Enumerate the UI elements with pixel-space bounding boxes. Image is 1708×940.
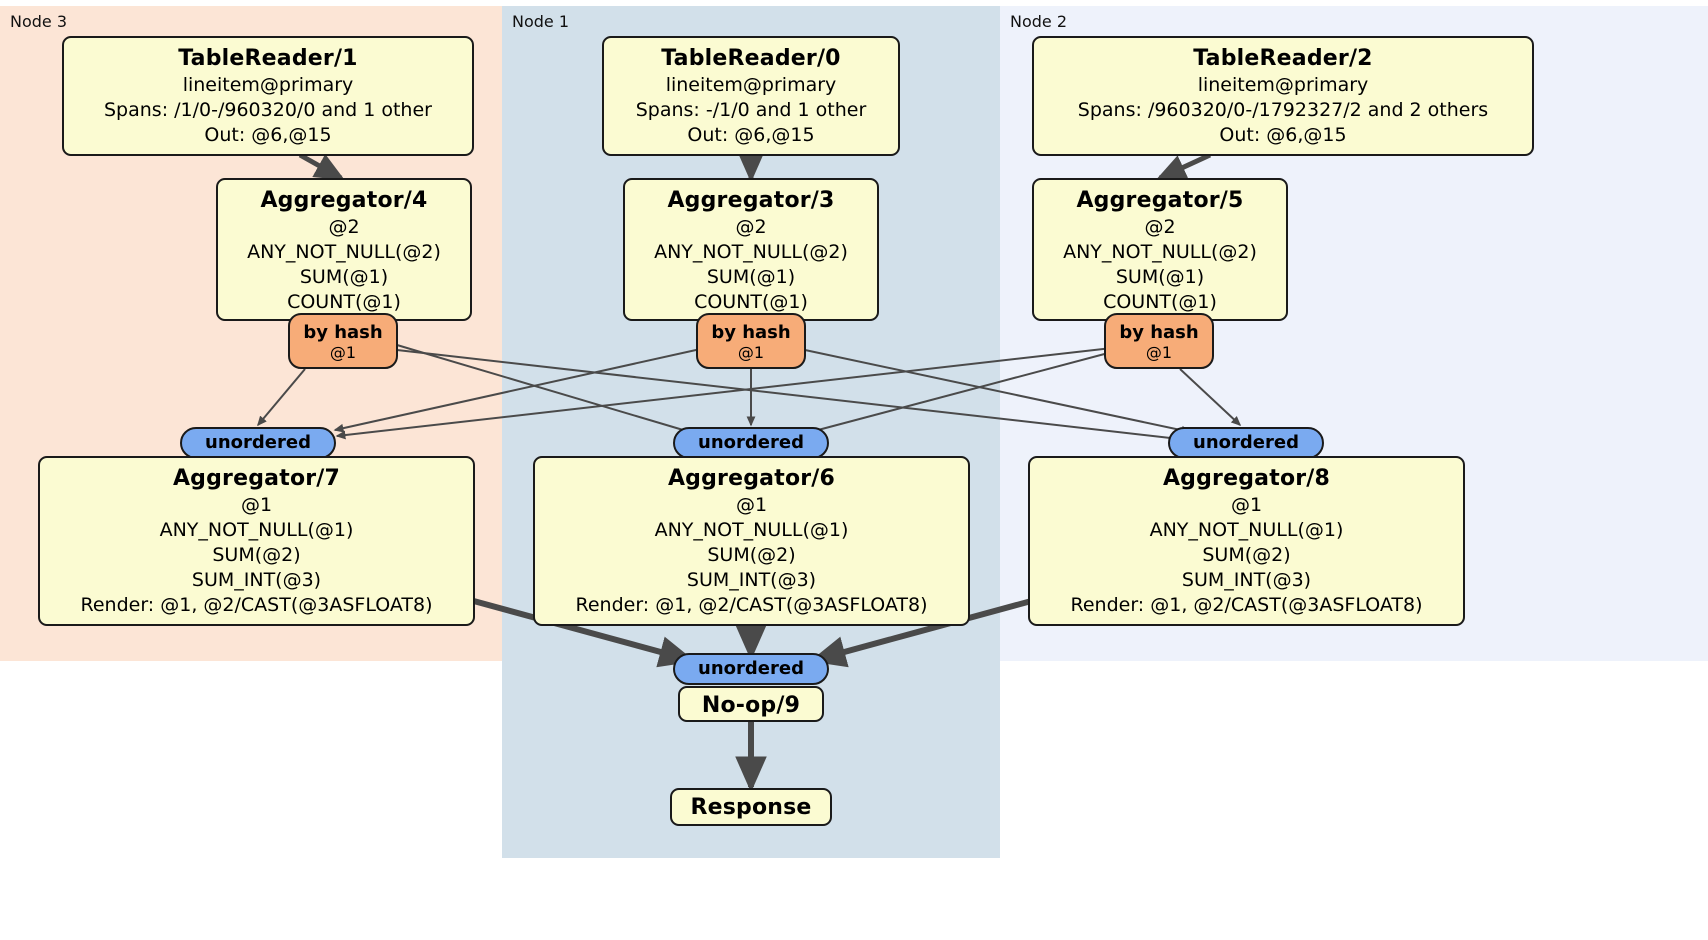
router-column: @1 xyxy=(737,343,765,362)
processor-title: Aggregator/7 xyxy=(172,466,341,491)
node-panel-label: Node 2 xyxy=(1010,12,1068,31)
processor-line: Render: @1, @2/CAST(@3ASFLOAT8) xyxy=(575,594,928,616)
processor-line: COUNT(@1) xyxy=(287,291,401,313)
processor-line: COUNT(@1) xyxy=(694,291,808,313)
processor-line: lineitem@primary xyxy=(665,74,837,96)
processor-title: Aggregator/6 xyxy=(667,466,836,491)
processor-line: SUM_INT(@3) xyxy=(1181,569,1312,591)
processor-aggregator-4[interactable]: Aggregator/4 @2 ANY_NOT_NULL(@2) SUM(@1)… xyxy=(216,178,472,321)
router-column: @1 xyxy=(1145,343,1173,362)
processor-aggregator-8[interactable]: Aggregator/8 @1 ANY_NOT_NULL(@1) SUM(@2)… xyxy=(1028,456,1465,626)
processor-title: Aggregator/8 xyxy=(1162,466,1331,491)
processor-table-reader-2[interactable]: TableReader/2 lineitem@primary Spans: /9… xyxy=(1032,36,1534,156)
processor-line: ANY_NOT_NULL(@1) xyxy=(1149,519,1344,541)
processor-line: Render: @1, @2/CAST(@3ASFLOAT8) xyxy=(1070,594,1423,616)
router-by-hash-mid[interactable]: by hash @1 xyxy=(696,313,806,369)
synchronizer-unordered-right[interactable]: unordered xyxy=(1168,427,1324,459)
synchronizer-label: unordered xyxy=(1193,432,1299,453)
processor-line: Spans: /960320/0-/1792327/2 and 2 others xyxy=(1077,99,1489,121)
processor-line: ANY_NOT_NULL(@1) xyxy=(654,519,849,541)
processor-title: TableReader/0 xyxy=(661,46,841,71)
processor-title: Aggregator/3 xyxy=(667,188,835,213)
processor-table-reader-1[interactable]: TableReader/1 lineitem@primary Spans: /1… xyxy=(62,36,474,156)
processor-line: @2 xyxy=(1144,216,1176,238)
processor-line: ANY_NOT_NULL(@2) xyxy=(1063,241,1257,263)
router-label: by hash xyxy=(711,322,791,343)
processor-line: SUM(@2) xyxy=(1202,544,1291,566)
processor-line: Spans: -/1/0 and 1 other xyxy=(635,99,867,121)
processor-line: SUM(@2) xyxy=(707,544,796,566)
processor-title: Aggregator/4 xyxy=(260,188,428,213)
synchronizer-unordered-final[interactable]: unordered xyxy=(673,653,829,685)
processor-line: ANY_NOT_NULL(@2) xyxy=(654,241,848,263)
processor-line: @2 xyxy=(328,216,360,238)
processor-line: @1 xyxy=(735,494,768,516)
node-panel-label: Node 1 xyxy=(512,12,570,31)
processor-line: ANY_NOT_NULL(@2) xyxy=(247,241,441,263)
synchronizer-label: unordered xyxy=(205,432,311,453)
router-by-hash-right[interactable]: by hash @1 xyxy=(1104,313,1214,369)
processor-line: SUM(@1) xyxy=(1115,266,1205,288)
processor-line: Render: @1, @2/CAST(@3ASFLOAT8) xyxy=(80,594,433,616)
processor-title: Aggregator/5 xyxy=(1076,188,1244,213)
processor-line: lineitem@primary xyxy=(1197,74,1369,96)
processor-line: lineitem@primary xyxy=(182,74,354,96)
node-panel-label: Node 3 xyxy=(10,12,68,31)
synchronizer-unordered-mid[interactable]: unordered xyxy=(673,427,829,459)
processor-line: Out: @6,@15 xyxy=(204,124,332,146)
processor-aggregator-5[interactable]: Aggregator/5 @2 ANY_NOT_NULL(@2) SUM(@1)… xyxy=(1032,178,1288,321)
processor-line: @2 xyxy=(735,216,767,238)
processor-line: Out: @6,@15 xyxy=(1219,124,1347,146)
processor-aggregator-3[interactable]: Aggregator/3 @2 ANY_NOT_NULL(@2) SUM(@1)… xyxy=(623,178,879,321)
router-column: @1 xyxy=(329,343,357,362)
processor-line: Out: @6,@15 xyxy=(687,124,815,146)
processor-line: SUM(@2) xyxy=(212,544,301,566)
processor-line: SUM(@1) xyxy=(299,266,389,288)
processor-line: SUM_INT(@3) xyxy=(686,569,817,591)
processor-title: TableReader/2 xyxy=(1193,46,1373,71)
processor-table-reader-0[interactable]: TableReader/0 lineitem@primary Spans: -/… xyxy=(602,36,900,156)
processor-title: No-op/9 xyxy=(701,693,801,718)
processor-aggregator-7[interactable]: Aggregator/7 @1 ANY_NOT_NULL(@1) SUM(@2)… xyxy=(38,456,475,626)
processor-line: COUNT(@1) xyxy=(1103,291,1217,313)
processor-response[interactable]: Response xyxy=(670,788,832,826)
synchronizer-unordered-left[interactable]: unordered xyxy=(180,427,336,459)
router-label: by hash xyxy=(303,322,383,343)
router-label: by hash xyxy=(1119,322,1199,343)
router-by-hash-left[interactable]: by hash @1 xyxy=(288,313,398,369)
processor-line: ANY_NOT_NULL(@1) xyxy=(159,519,354,541)
processor-no-op-9[interactable]: No-op/9 xyxy=(678,686,824,722)
processor-line: @1 xyxy=(1230,494,1263,516)
processor-line: @1 xyxy=(240,494,273,516)
processor-line: SUM_INT(@3) xyxy=(191,569,322,591)
processor-aggregator-6[interactable]: Aggregator/6 @1 ANY_NOT_NULL(@1) SUM(@2)… xyxy=(533,456,970,626)
synchronizer-label: unordered xyxy=(698,432,804,453)
synchronizer-label: unordered xyxy=(698,658,804,679)
processor-line: Spans: /1/0-/960320/0 and 1 other xyxy=(104,99,432,121)
processor-line: SUM(@1) xyxy=(706,266,796,288)
processor-title: TableReader/1 xyxy=(178,46,358,71)
processor-title: Response xyxy=(690,795,812,820)
